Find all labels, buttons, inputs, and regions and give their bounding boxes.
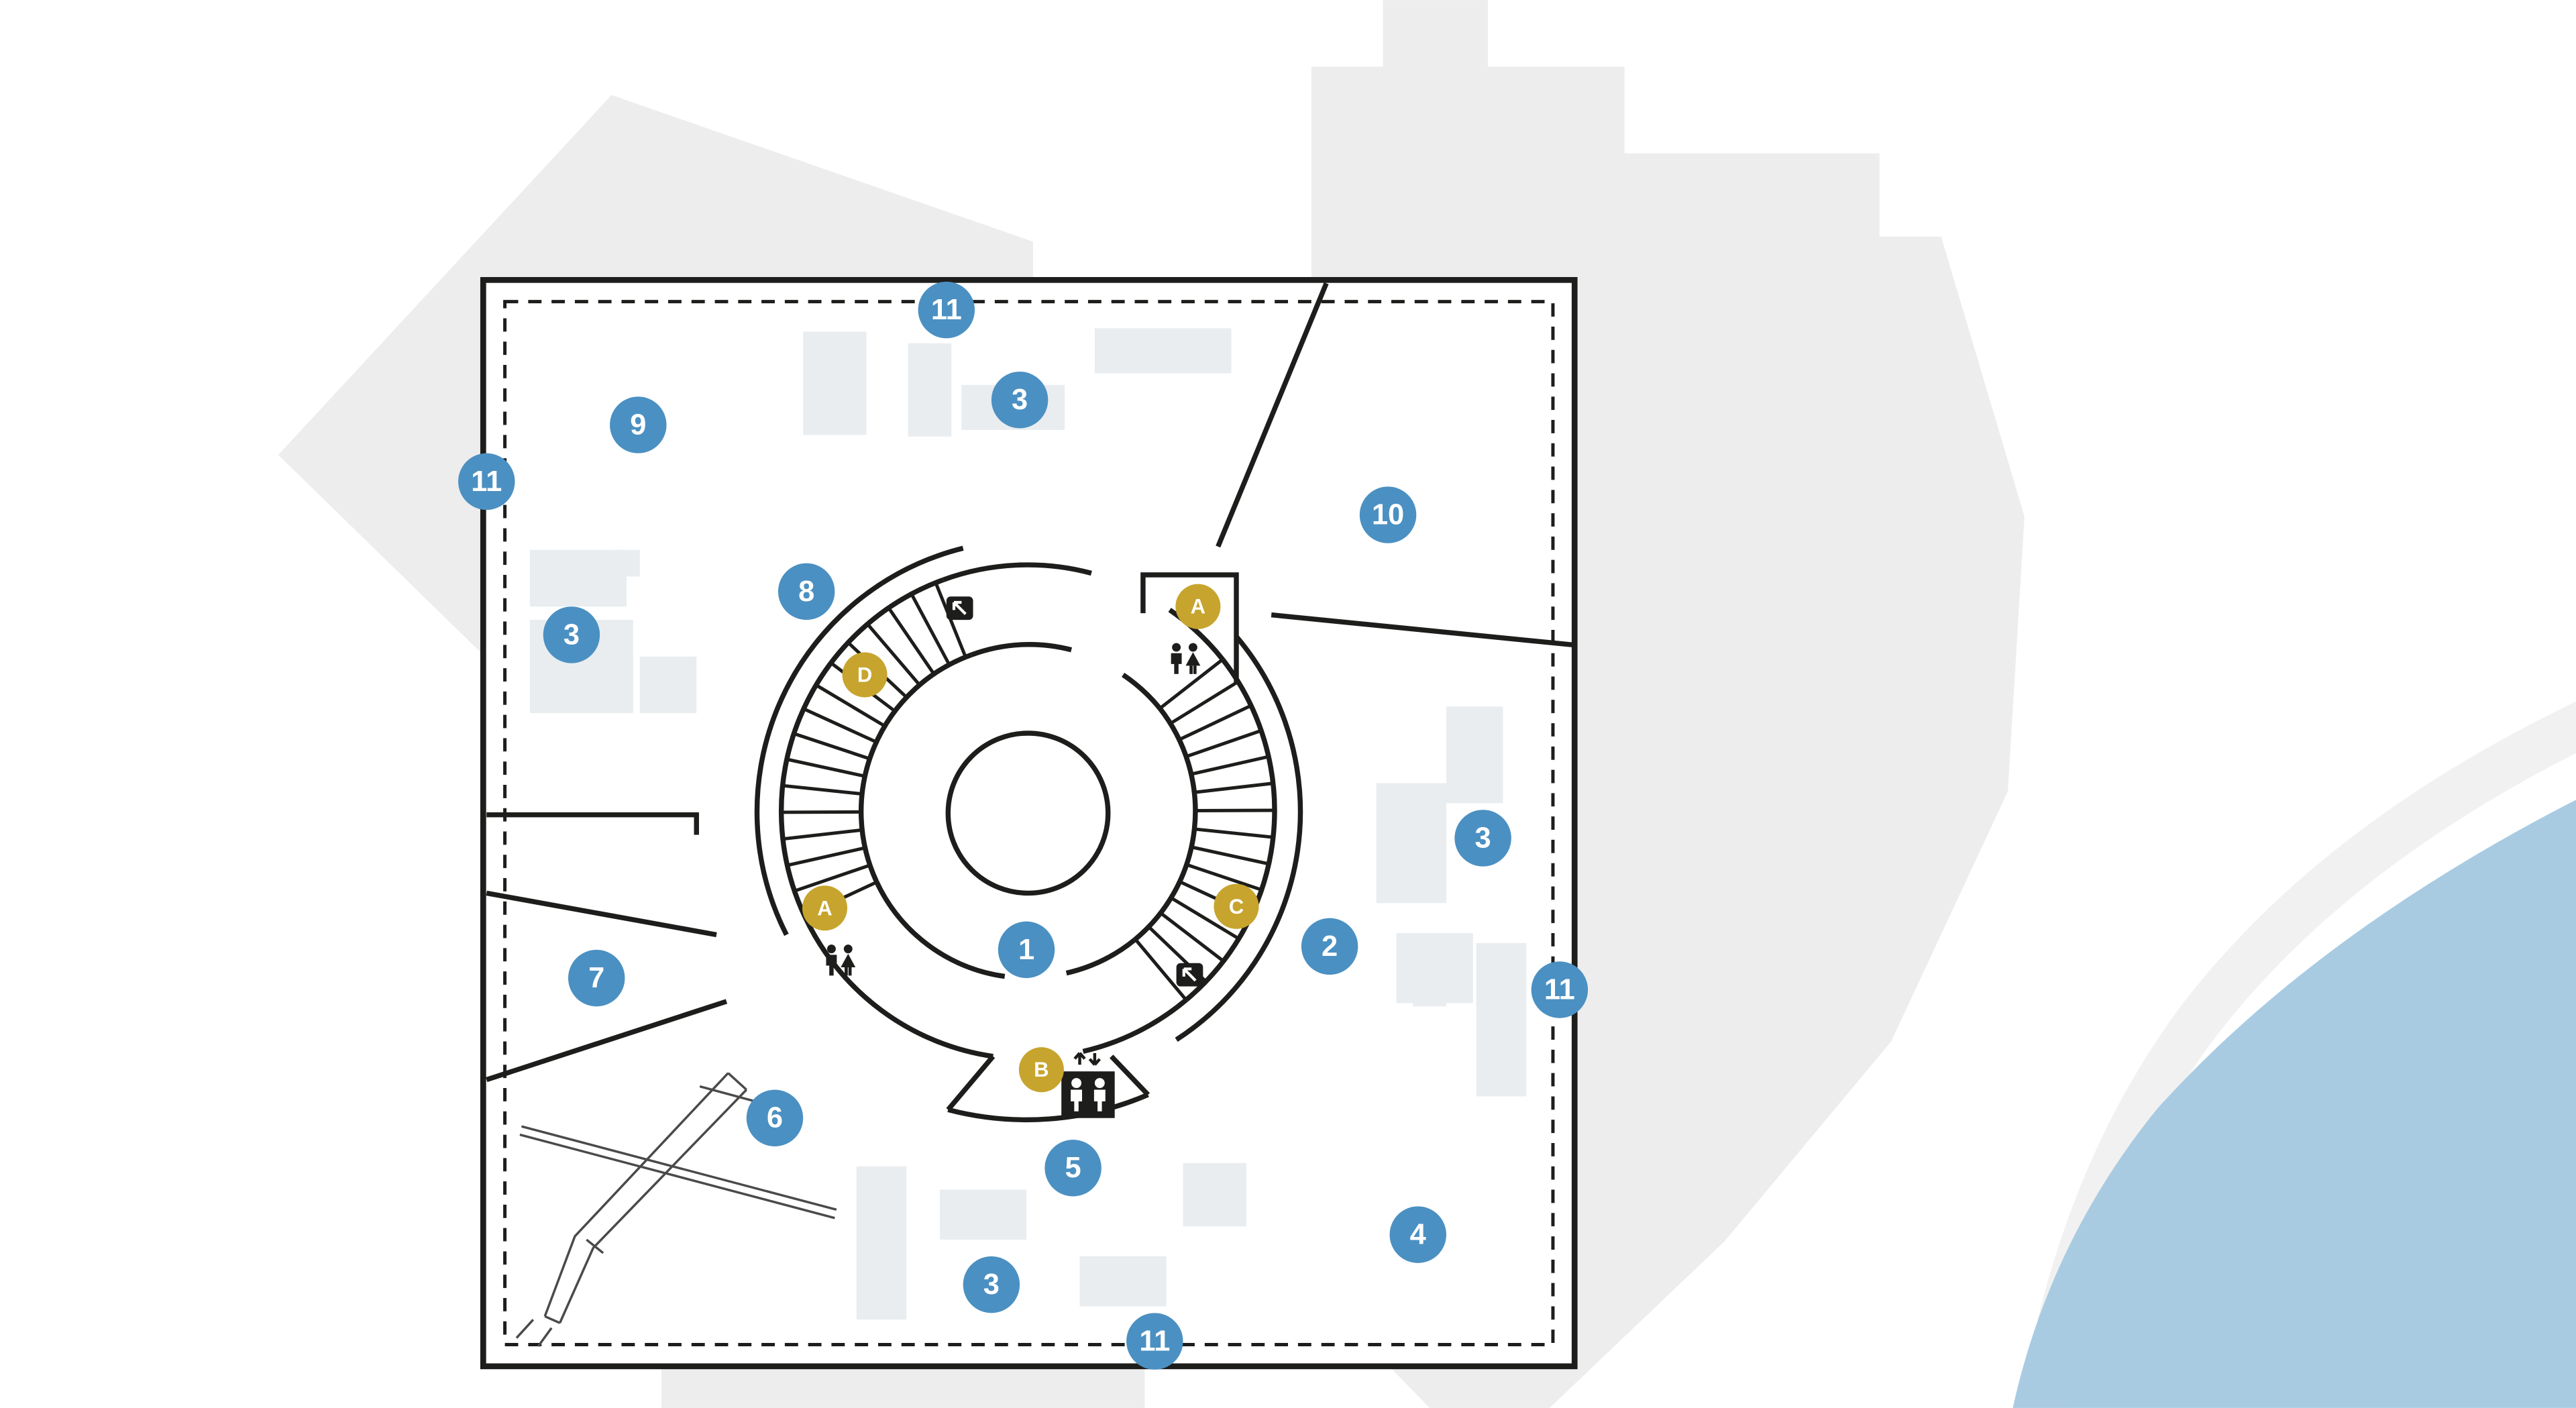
svg-text:7: 7 (588, 962, 604, 994)
area-marker-4: 4 (1389, 1206, 1446, 1263)
area-marker-9: 9 (610, 396, 667, 453)
area-marker-11: 11 (918, 281, 975, 339)
door-icon (947, 596, 973, 620)
svg-text:1: 1 (1018, 934, 1034, 966)
area-marker-10: 10 (1359, 486, 1417, 543)
svg-text:3: 3 (983, 1268, 1000, 1301)
svg-text:10: 10 (1372, 499, 1404, 531)
stair-marker-a: A (1175, 584, 1221, 629)
svg-text:3: 3 (564, 618, 580, 651)
svg-text:11: 11 (1544, 973, 1575, 1006)
area-marker-3: 3 (991, 371, 1049, 429)
svg-text:D: D (857, 663, 872, 687)
area-marker-6: 6 (746, 1089, 804, 1146)
svg-text:5: 5 (1065, 1152, 1081, 1184)
svg-text:8: 8 (798, 576, 814, 608)
svg-text:2: 2 (1322, 930, 1338, 963)
svg-text:11: 11 (1139, 1325, 1170, 1358)
area-marker-5: 5 (1044, 1140, 1102, 1197)
area-marker-3: 3 (1454, 810, 1511, 867)
area-marker-11: 11 (1531, 961, 1589, 1018)
svg-text:3: 3 (1475, 822, 1491, 854)
svg-text:C: C (1229, 895, 1244, 918)
stair-marker-c: C (1214, 883, 1259, 929)
area-marker-7: 7 (568, 949, 625, 1007)
stairs-left-hatch (781, 582, 967, 918)
stair-marker-b: B (1018, 1047, 1064, 1093)
svg-text:11: 11 (931, 294, 962, 326)
water-area (2012, 800, 2576, 1408)
svg-text:6: 6 (767, 1102, 783, 1134)
area-marker-8: 8 (777, 563, 835, 620)
plan-dashed-border (503, 300, 1555, 1347)
rotunda-center-circle (945, 730, 1111, 896)
svg-text:3: 3 (1012, 384, 1028, 416)
svg-text:11: 11 (471, 466, 502, 498)
svg-text:A: A (1191, 595, 1205, 618)
stair-marker-a: A (802, 885, 848, 931)
area-marker-3: 3 (963, 1256, 1020, 1313)
area-marker-11: 11 (458, 453, 515, 510)
stair-marker-d: D (842, 652, 888, 698)
area-marker-2: 2 (1301, 918, 1358, 975)
door-icon (1177, 963, 1203, 987)
svg-text:B: B (1034, 1058, 1049, 1081)
area-marker-11: 11 (1126, 1313, 1183, 1370)
area-marker-1: 1 (998, 921, 1055, 979)
svg-text:9: 9 (630, 409, 646, 441)
background-block-south (661, 1366, 1145, 1408)
svg-text:A: A (817, 896, 832, 920)
sculpture-line-art (515, 1072, 837, 1348)
area-marker-3: 3 (543, 606, 600, 663)
svg-text:4: 4 (1410, 1219, 1426, 1251)
